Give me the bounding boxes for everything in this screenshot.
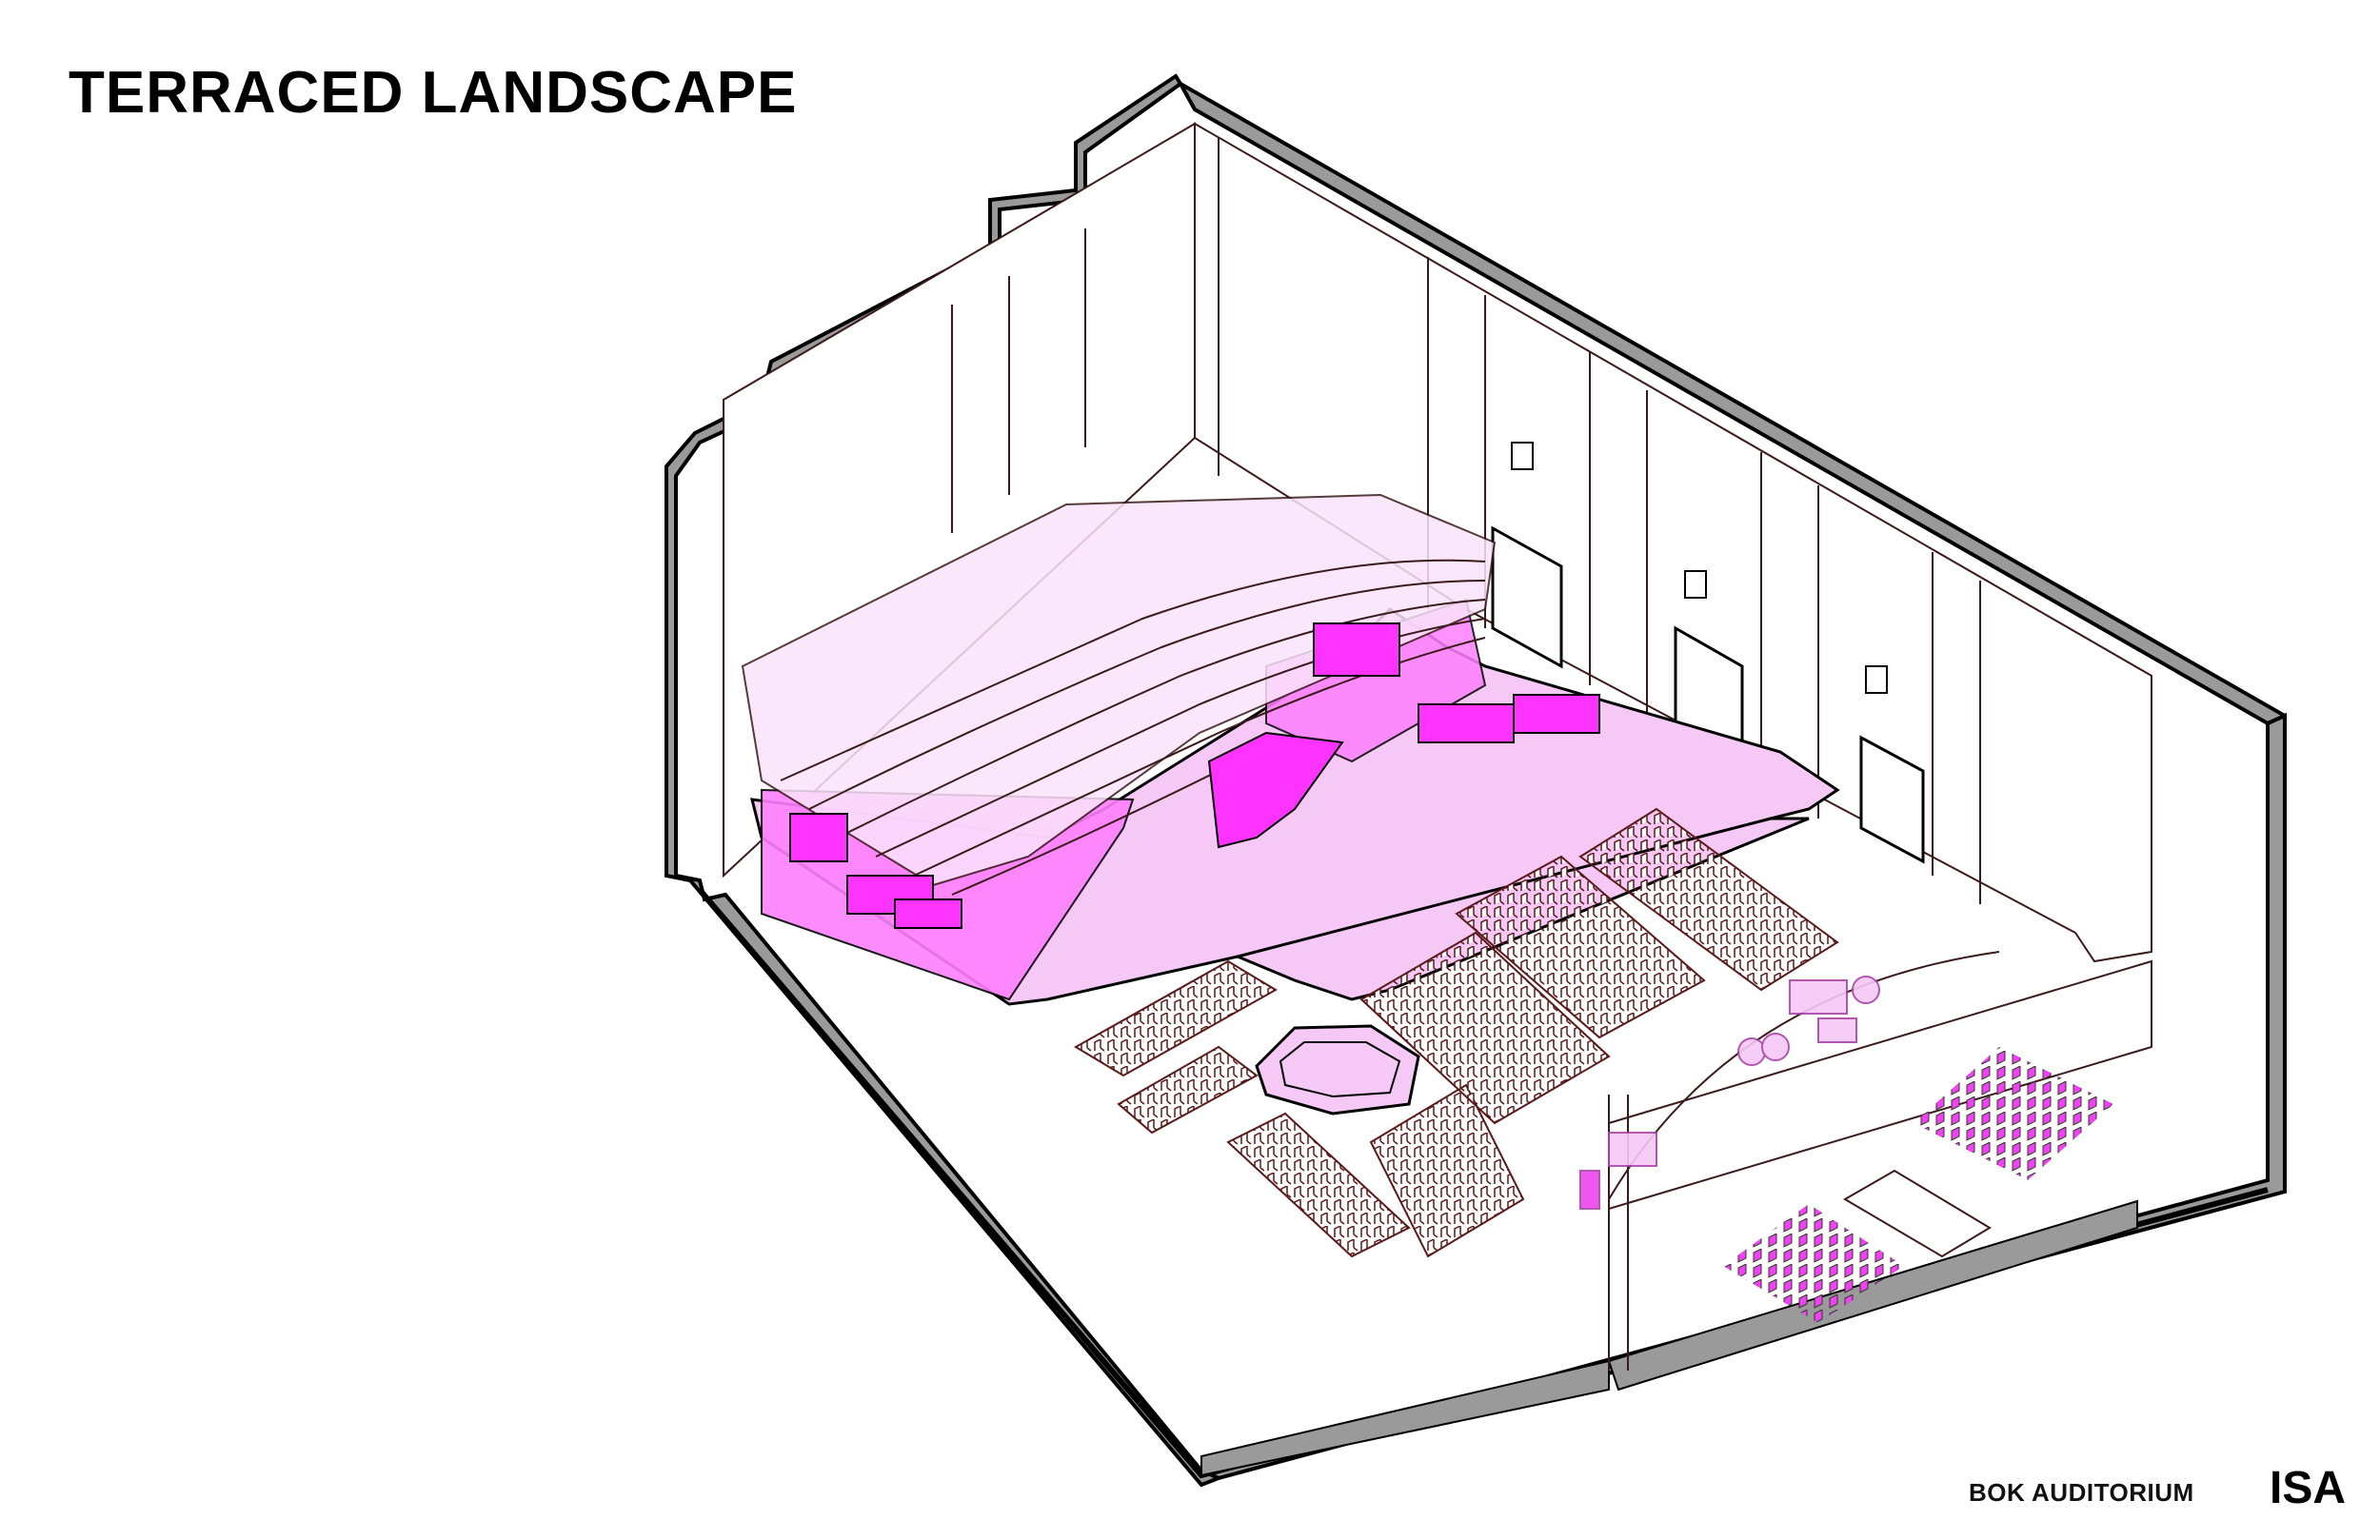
- project-code: ISA: [2270, 1463, 2347, 1513]
- drawing-title: TERRACED LANDSCAPE: [69, 60, 798, 126]
- doorways: [1491, 442, 1925, 864]
- terraced-landscape: [741, 493, 1840, 1006]
- magenta-chair-rows: [1723, 1047, 2113, 1323]
- project-name: BOK AUDITORIUM: [1969, 1478, 2194, 1507]
- chair-arrays: [1074, 807, 1839, 1258]
- lounge-furniture: [1579, 976, 1880, 1210]
- hexagonal-platform: [1255, 1024, 1420, 1116]
